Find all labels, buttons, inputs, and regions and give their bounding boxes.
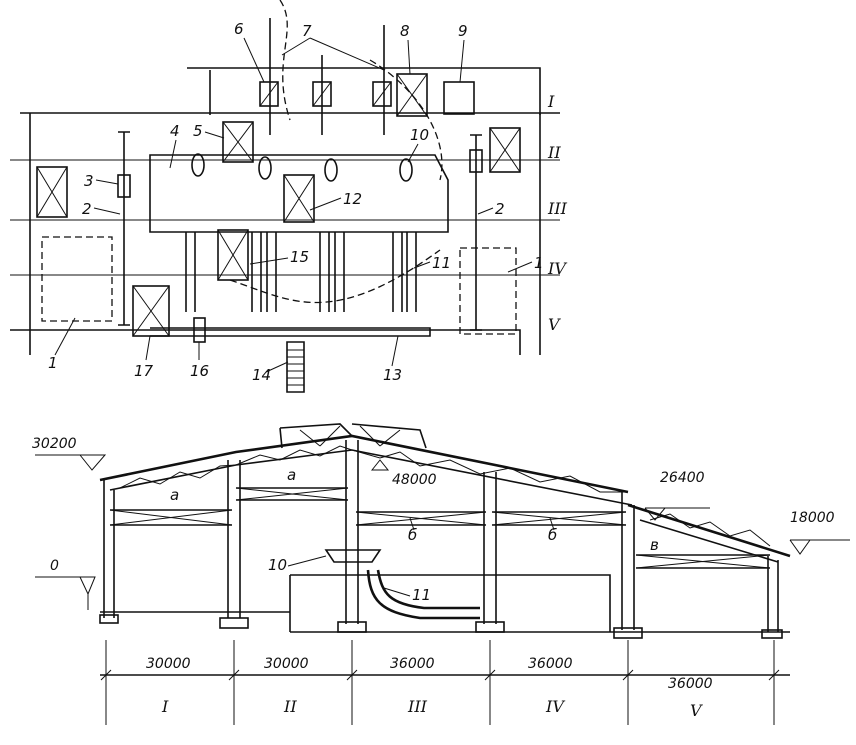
device-3-right — [469, 149, 483, 173]
crane-girders — [109, 487, 771, 569]
section-callout-11: 11 — [412, 586, 431, 604]
section-callout-a-1: a — [170, 486, 179, 504]
section-callout-v: в — [650, 536, 659, 554]
elevation-0: 0 — [50, 558, 59, 574]
device-9 — [443, 81, 475, 115]
elevation-marks: 30200 0 48000 26400 18000 — [32, 436, 850, 610]
plan-callout-14: 14 — [252, 366, 271, 384]
dimension-chain: 30000 30000 36000 36000 36000 I II III I… — [100, 640, 790, 725]
section-callout-b-1: б — [408, 526, 417, 544]
device-12 — [283, 174, 315, 223]
plan-bay-III: III — [547, 199, 568, 218]
area-1-right — [459, 247, 517, 335]
crane-10 — [324, 549, 382, 563]
plan-view: I II III IV V — [10, 0, 568, 393]
device-8 — [396, 73, 428, 117]
plan-callout-10: 10 — [410, 126, 429, 144]
elevation-26400: 26400 — [660, 470, 705, 486]
hatched-zone — [149, 154, 449, 233]
device-6 — [259, 81, 279, 107]
section-view: 30200 0 48000 26400 18000 10 11 a a б б … — [32, 423, 850, 725]
section-callouts: 10 11 a a б б в — [170, 466, 659, 604]
plan-callout-13: 13 — [383, 366, 402, 384]
device-5 — [222, 121, 254, 163]
section-bay-IV: IV — [545, 697, 565, 716]
plan-callout-15: 15 — [290, 248, 309, 266]
section-callout-b-2: б — [548, 526, 557, 544]
plan-callout-5: 5 — [193, 122, 203, 140]
columns — [99, 440, 783, 639]
plan-top-equipment — [259, 0, 475, 181]
plan-callout-3: 3 — [84, 172, 94, 190]
plan-callout-6: 6 — [234, 20, 244, 38]
crane-and-pipe — [324, 549, 480, 620]
elevation-48000: 48000 — [392, 472, 437, 488]
plan-callout-11: 11 — [432, 254, 451, 272]
plan-callout-1-left: 1 — [48, 354, 58, 372]
plan-right-equipment — [459, 127, 521, 335]
plan-bay-II: II — [547, 143, 561, 162]
plan-callout-8: 8 — [400, 22, 410, 40]
section-callout-10: 10 — [268, 556, 287, 574]
plan-callout-2-left: 2 — [82, 200, 92, 218]
span-1: 30000 — [146, 656, 191, 672]
plan-walls — [10, 67, 560, 355]
plan-callout-4: 4 — [170, 122, 180, 140]
plan-bay-IV: IV — [547, 259, 567, 278]
plan-callout-7: 7 — [302, 22, 312, 40]
ground-line — [100, 611, 790, 633]
section-bay-III: III — [407, 697, 428, 716]
area-1-left — [41, 236, 113, 322]
span-3: 36000 — [390, 656, 435, 672]
elevation-18000: 18000 — [790, 510, 835, 526]
span-5: 36000 — [668, 676, 713, 692]
device-3 — [117, 174, 131, 198]
plan-bay-V: V — [548, 315, 561, 334]
device-15 — [217, 229, 249, 281]
device-7b — [372, 81, 392, 107]
plan-callout-17: 17 — [134, 362, 154, 380]
elevation-30200: 30200 — [32, 436, 77, 452]
section-bay-I: I — [161, 697, 169, 716]
plan-central-body — [149, 121, 449, 312]
roof-trusses — [99, 423, 791, 563]
section-bay-V: V — [690, 701, 703, 720]
plan-callout-1-right: 1 — [534, 254, 544, 272]
device-7a — [312, 81, 332, 107]
plan-left-equipment — [36, 131, 170, 337]
section-callout-a-2: a — [287, 466, 296, 484]
plan-callouts: 1 1 2 2 3 4 5 6 7 8 9 10 11 12 — [48, 20, 544, 384]
section-bay-II: II — [283, 697, 297, 716]
plan-callout-9: 9 — [458, 22, 468, 40]
plan-callout-12: 12 — [343, 190, 362, 208]
span-2: 30000 — [264, 656, 309, 672]
device-right-cross — [489, 127, 521, 173]
span-4: 36000 — [528, 656, 573, 672]
plan-bay-I: I — [547, 92, 555, 111]
plan-callout-2-right: 2 — [495, 200, 505, 218]
plan-callout-16: 16 — [190, 362, 209, 380]
device-left-cross — [36, 166, 68, 218]
plan-bay-labels: I II III IV V — [547, 92, 568, 334]
